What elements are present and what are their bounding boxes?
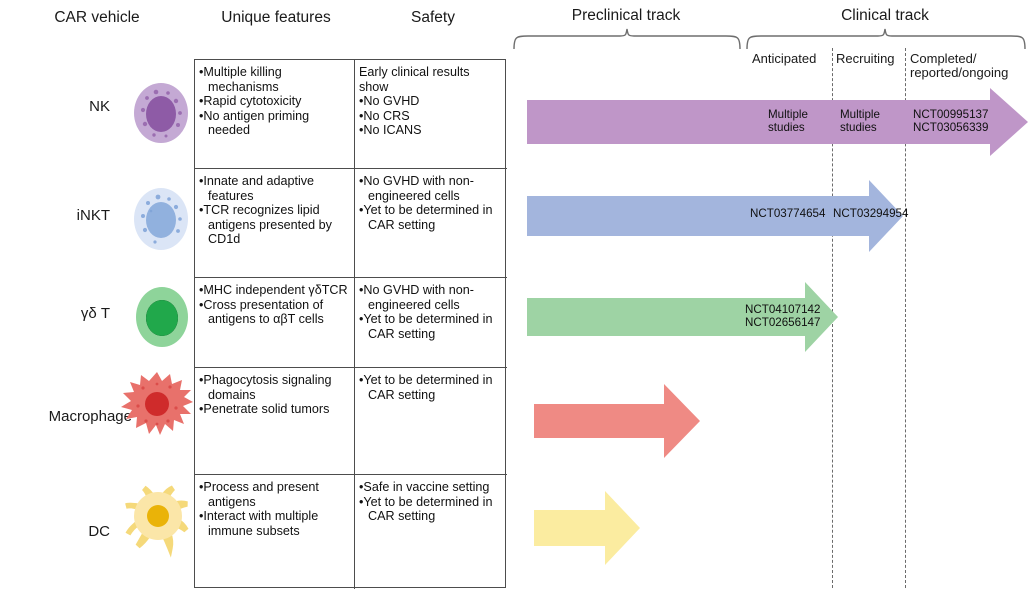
row-label-dc: DC	[88, 523, 110, 540]
clinical-track-brace	[746, 28, 1026, 50]
safety-item: No GVHD with non-engineered cells	[359, 283, 502, 312]
track-label-nk-completed: NCT00995137 NCT03056339	[913, 108, 989, 134]
track-label-nk-recruiting: Multiple studies	[840, 108, 880, 134]
row-label-nk: NK	[89, 98, 110, 115]
track-label-nk-anticipated: Multiple studies	[768, 108, 808, 134]
column-header-unique-features: Unique features	[221, 9, 331, 26]
track-arrow-macrophage	[534, 384, 700, 458]
clinical-track-title: Clinical track	[841, 7, 929, 24]
safety-cell-gdt: No GVHD with non-engineered cells Yet to…	[355, 278, 507, 368]
safety-item: Yet to be determined in CAR setting	[359, 373, 502, 402]
safety-cell-macrophage: Yet to be determined in CAR setting	[355, 368, 507, 475]
track-label-inkt-recruiting: NCT03294954	[833, 207, 909, 220]
divider-recruiting-completed	[905, 48, 906, 588]
feature-item: Penetrate solid tumors	[199, 402, 349, 417]
safety-cell-dc: Safe in vaccine setting Yet to be determ…	[355, 475, 507, 589]
feature-item: Phagocytosis signaling domains	[199, 373, 349, 402]
column-header-safety: Safety	[411, 9, 455, 26]
row-label-gdt: γδ T	[80, 305, 110, 322]
track-label-gdt-anticipated: NCT04107142 NCT02656147	[745, 303, 821, 329]
features-cell-gdt: MHC independent γδTCR Cross presentation…	[195, 278, 355, 368]
feature-item: No antigen priming needed	[199, 109, 349, 138]
safety-item: No CRS	[359, 109, 502, 124]
gdt-cell-icon	[136, 287, 188, 347]
stage-label-completed: Completed/reported/ongoing	[910, 51, 1009, 80]
preclinical-track-title: Preclinical track	[571, 7, 681, 24]
safety-item: Early clinical results show	[359, 65, 470, 94]
nk-cell-icon	[134, 83, 188, 143]
dc-cell-icon	[125, 485, 189, 558]
macrophage-cell-icon	[121, 372, 193, 435]
feature-item: Cross presentation of antigens to αβT ce…	[199, 298, 349, 327]
inkt-cell-icon	[134, 188, 188, 250]
stage-label-recruiting: Recruiting	[836, 51, 895, 66]
features-cell-macrophage: Phagocytosis signaling domains Penetrate…	[195, 368, 355, 475]
preclinical-track-brace	[513, 28, 741, 50]
features-cell-dc: Process and present antigens Interact wi…	[195, 475, 355, 589]
safety-cell-nk: Early clinical results show No GVHD No C…	[355, 60, 507, 169]
features-cell-nk: Multiple killing mechanisms Rapid cytoto…	[195, 60, 355, 169]
safety-item: Yet to be determined in CAR setting	[359, 495, 502, 524]
feature-item: Multiple killing mechanisms	[199, 65, 349, 94]
track-arrow-gdt	[527, 282, 838, 352]
track-arrow-inkt	[527, 180, 903, 252]
feature-item: MHC independent γδTCR	[199, 283, 349, 298]
feature-item: Interact with multiple immune subsets	[199, 509, 349, 538]
safety-item: No GVHD	[359, 94, 502, 109]
row-label-macrophage: Macrophage	[48, 408, 132, 425]
feature-item: TCR recognizes lipid antigens presented …	[199, 203, 349, 247]
feature-item: Innate and adaptive features	[199, 174, 349, 203]
feature-item: Rapid cytotoxicity	[199, 94, 349, 109]
safety-cell-inkt: No GVHD with non-engineered cells Yet to…	[355, 169, 507, 278]
track-arrow-nk	[527, 88, 1028, 156]
safety-item: No GVHD with non-engineered cells	[359, 174, 502, 203]
column-header-car-vehicle: CAR vehicle	[54, 9, 140, 26]
safety-item: Yet to be determined in CAR setting	[359, 312, 502, 341]
stage-label-anticipated: Anticipated	[752, 51, 817, 66]
safety-item: No ICANS	[359, 123, 502, 138]
safety-item: Safe in vaccine setting	[359, 480, 502, 495]
track-label-inkt-anticipated: NCT03774654	[750, 207, 826, 220]
features-cell-inkt: Innate and adaptive features TCR recogni…	[195, 169, 355, 278]
features-safety-table: Multiple killing mechanisms Rapid cytoto…	[194, 59, 507, 589]
safety-item: Yet to be determined in CAR setting	[359, 203, 502, 232]
feature-item: Process and present antigens	[199, 480, 349, 509]
track-arrow-dc	[534, 491, 640, 565]
row-label-inkt: iNKT	[76, 207, 110, 224]
